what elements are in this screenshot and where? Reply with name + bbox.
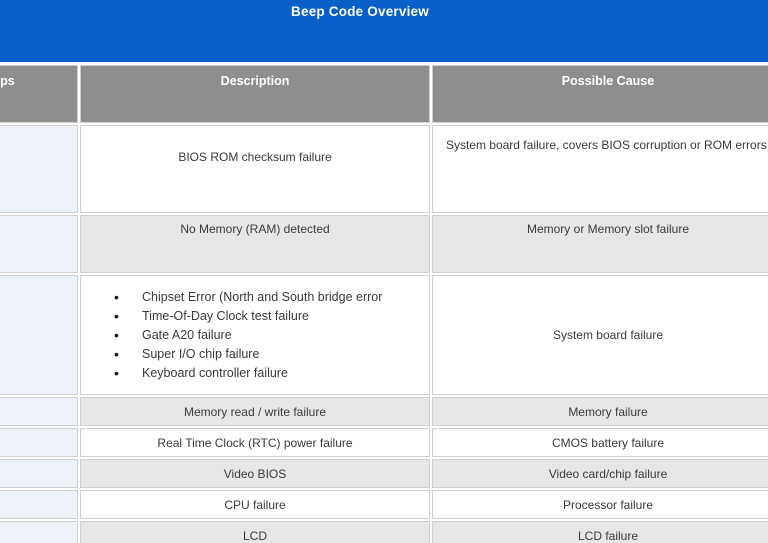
description-cell: BIOS ROM checksum failure (80, 125, 430, 213)
beep-code-table: Beeps Description Possible Cause BIOS RO… (0, 63, 768, 543)
table-title: Beep Code Overview (291, 4, 429, 19)
beeps-cell (0, 397, 78, 426)
cause-cell: Memory failure (432, 397, 768, 426)
table-row: Video BIOS Video card/chip failure (0, 459, 768, 488)
table-row: CPU failure Processor failure (0, 490, 768, 519)
description-bullet: Time-Of-Day Clock test failure (82, 307, 428, 326)
description-cell: LCD (80, 521, 430, 543)
col-header-possible-cause: Possible Cause (432, 65, 768, 123)
table-row: No Memory (RAM) detected Memory or Memor… (0, 215, 768, 273)
description-cell: CPU failure (80, 490, 430, 519)
table-row: BIOS ROM checksum failure System board f… (0, 125, 768, 213)
description-bullet: Gate A20 failure (82, 326, 428, 345)
table-row: Real Time Clock (RTC) power failure CMOS… (0, 428, 768, 457)
description-cell: Real Time Clock (RTC) power failure (80, 428, 430, 457)
table-title-banner: Beep Code Overview (0, 0, 768, 62)
description-cell: Memory read / write failure (80, 397, 430, 426)
header-row: Beeps Description Possible Cause (0, 65, 768, 123)
description-bullet: Chipset Error (North and South bridge er… (82, 288, 428, 307)
col-header-beeps: Beeps (0, 65, 78, 123)
table-row: Memory read / write failure Memory failu… (0, 397, 768, 426)
cause-cell: System board failure (432, 275, 768, 395)
description-cell: Chipset Error (North and South bridge er… (80, 275, 430, 395)
beeps-cell (0, 125, 78, 213)
beeps-cell (0, 275, 78, 395)
cause-cell: Processor failure (432, 490, 768, 519)
table-row: Chipset Error (North and South bridge er… (0, 275, 768, 395)
description-cell: Video BIOS (80, 459, 430, 488)
description-bullet: Keyboard controller failure (82, 364, 428, 383)
cause-cell: System board failure, covers BIOS corrup… (432, 125, 768, 213)
cause-cell: Memory or Memory slot failure (432, 215, 768, 273)
cause-cell: LCD failure (432, 521, 768, 543)
cause-cell: Video card/chip failure (432, 459, 768, 488)
description-bullet-list: Chipset Error (North and South bridge er… (82, 288, 428, 383)
table-row: LCD LCD failure (0, 521, 768, 543)
description-cell: No Memory (RAM) detected (80, 215, 430, 273)
beeps-cell (0, 521, 78, 543)
beeps-cell (0, 490, 78, 519)
beeps-cell (0, 215, 78, 273)
beeps-cell (0, 428, 78, 457)
cause-cell: CMOS battery failure (432, 428, 768, 457)
col-header-description: Description (80, 65, 430, 123)
beeps-cell (0, 459, 78, 488)
description-bullet: Super I/O chip failure (82, 345, 428, 364)
